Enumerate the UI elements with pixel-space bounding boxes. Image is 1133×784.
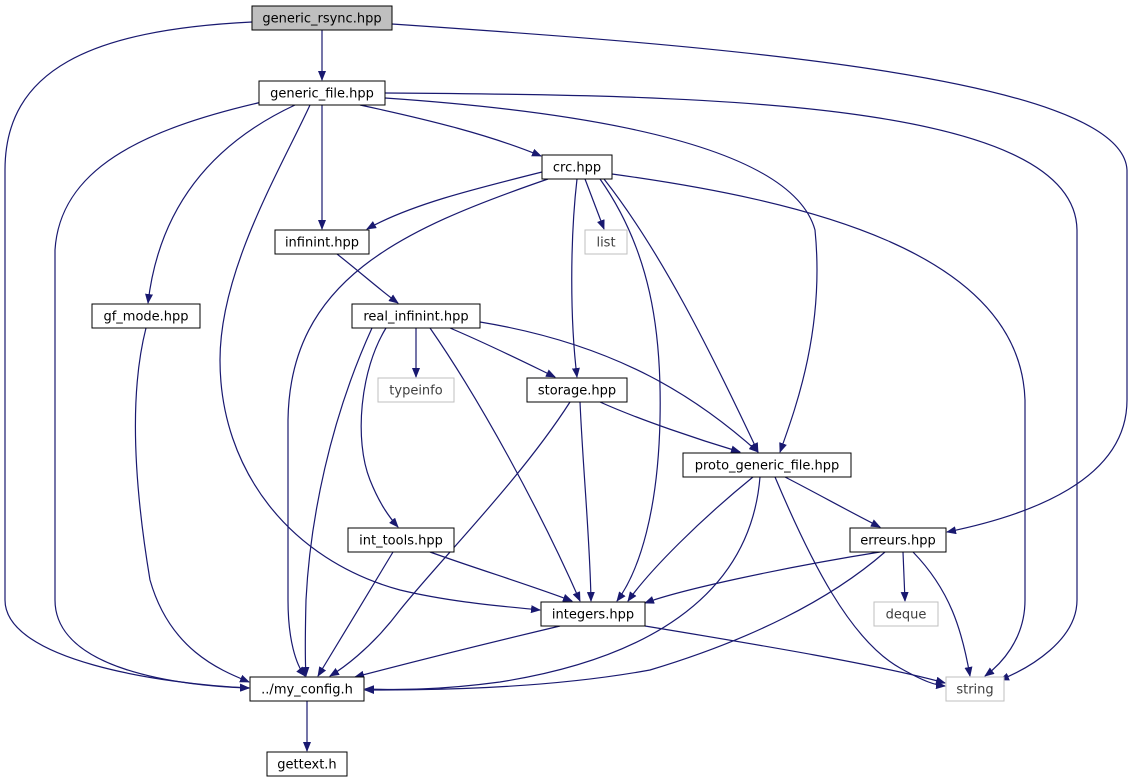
node-box-erreurs — [849, 527, 947, 553]
edge-crc-to-storage — [571, 178, 580, 378]
node-box-list — [584, 229, 628, 255]
node-label-proto-generic-file: proto_generic_file.hpp — [695, 459, 840, 474]
node-box-infinint — [274, 229, 370, 255]
node-label-typeinfo: typeinfo — [389, 384, 442, 399]
edge-infinint-to-real-infinint — [336, 253, 399, 304]
node-crc[interactable]: crc.hpp — [541, 154, 613, 180]
node-box-my-config — [249, 676, 365, 702]
node-box-real-infinint — [351, 303, 481, 329]
edge-integers-to-string — [644, 625, 946, 685]
node-label-deque: deque — [886, 608, 927, 623]
node-real-infinint[interactable]: real_infinint.hpp — [351, 303, 481, 329]
node-label-crc: crc.hpp — [553, 161, 601, 176]
node-deque: deque — [873, 601, 939, 627]
node-box-int-tools — [347, 527, 455, 553]
node-box-integers — [540, 601, 646, 627]
node-label-gf-mode: gf_mode.hpp — [103, 310, 188, 325]
node-label-real-infinint: real_infinint.hpp — [363, 310, 468, 325]
edge-generic-rsync-to-my-config — [4, 21, 253, 692]
node-label-list: list — [596, 236, 615, 251]
edge-generic-file-to-my-config — [54, 101, 263, 692]
node-string: string — [945, 676, 1005, 702]
edge-real-infinint-to-integers — [429, 327, 581, 602]
node-box-typeinfo — [377, 377, 455, 403]
edge-real-infinint-to-storage — [449, 327, 556, 378]
node-my-config[interactable]: ../my_config.h — [249, 676, 365, 702]
node-label-generic-file: generic_file.hpp — [270, 87, 374, 102]
nodes-layer: generic_rsync.hpp generic_file.hpp crc.hpp… — [91, 5, 1005, 777]
edge-real-infinint-to-int-tools — [360, 327, 399, 528]
edge-proto-generic-file-to-my-config — [364, 476, 761, 694]
edge-crc-to-integers — [599, 178, 661, 602]
node-label-int-tools: int_tools.hpp — [359, 534, 443, 549]
edge-int-tools-to-my-config — [317, 551, 394, 677]
node-box-deque — [873, 601, 939, 627]
node-label-storage: storage.hpp — [538, 384, 616, 399]
node-box-generic-file — [258, 80, 386, 106]
node-label-gettext: gettext.h — [277, 758, 336, 773]
node-label-integers: integers.hpp — [552, 608, 634, 623]
node-infinint[interactable]: infinint.hpp — [274, 229, 370, 255]
node-label-string: string — [956, 683, 993, 698]
node-int-tools[interactable]: int_tools.hpp — [347, 527, 455, 553]
edge-int-tools-to-integers — [429, 551, 573, 602]
edge-proto-generic-file-to-string — [774, 476, 946, 690]
edge-proto-generic-file-to-erreurs — [784, 476, 881, 528]
node-box-gettext — [266, 751, 348, 777]
edge-real-infinint-to-proto-generic-file — [479, 321, 759, 453]
edge-generic-file-to-string — [384, 92, 1078, 681]
edge-crc-to-list — [584, 178, 605, 230]
edge-generic-file-to-crc — [359, 104, 542, 157]
edge-erreurs-to-my-config — [364, 551, 886, 694]
edge-crc-to-string — [611, 173, 1026, 677]
node-erreurs[interactable]: erreurs.hpp — [849, 527, 947, 553]
node-box-string — [945, 676, 1005, 702]
node-label-erreurs: erreurs.hpp — [860, 534, 935, 549]
node-typeinfo: typeinfo — [377, 377, 455, 403]
node-generic-rsync[interactable]: generic_rsync.hpp — [251, 5, 393, 31]
edge-real-infinint-to-my-config — [301, 327, 373, 677]
node-box-generic-rsync — [251, 5, 393, 31]
edge-generic-file-to-gf-mode — [145, 104, 296, 304]
edge-crc-to-proto-generic-file — [603, 178, 759, 453]
node-label-my-config: ../my_config.h — [261, 683, 353, 698]
edge-integers-to-my-config — [354, 625, 561, 679]
node-box-crc — [541, 154, 613, 180]
edge-crc-to-my-config — [287, 178, 549, 677]
node-box-gf-mode — [91, 303, 201, 329]
node-label-infinint: infinint.hpp — [285, 236, 359, 251]
node-gettext[interactable]: gettext.h — [266, 751, 348, 777]
node-storage[interactable]: storage.hpp — [526, 377, 628, 403]
node-label-generic-rsync: generic_rsync.hpp — [262, 12, 381, 27]
node-proto-generic-file[interactable]: proto_generic_file.hpp — [682, 452, 852, 478]
edge-generic-file-to-proto-generic-file — [384, 97, 818, 453]
node-gf-mode[interactable]: gf_mode.hpp — [91, 303, 201, 329]
edge-generic-rsync-to-erreurs — [391, 23, 1128, 535]
node-integers[interactable]: integers.hpp — [540, 601, 646, 627]
edge-storage-to-my-config — [329, 401, 571, 677]
edges-layer — [4, 21, 1128, 752]
edge-proto-generic-file-to-integers — [627, 476, 754, 602]
node-generic-file[interactable]: generic_file.hpp — [258, 80, 386, 106]
edge-generic-file-to-integers — [219, 104, 541, 614]
edge-erreurs-to-string — [912, 551, 973, 677]
node-box-storage — [526, 377, 628, 403]
edge-storage-to-integers — [579, 401, 595, 602]
edge-storage-to-proto-generic-file — [599, 401, 741, 454]
edge-erreurs-to-integers — [644, 551, 881, 604]
node-list: list — [584, 229, 628, 255]
node-box-proto-generic-file — [682, 452, 852, 478]
edge-gf-mode-to-my-config — [134, 327, 250, 683]
edge-erreurs-to-deque — [900, 551, 909, 602]
edge-crc-to-infinint — [366, 171, 543, 230]
